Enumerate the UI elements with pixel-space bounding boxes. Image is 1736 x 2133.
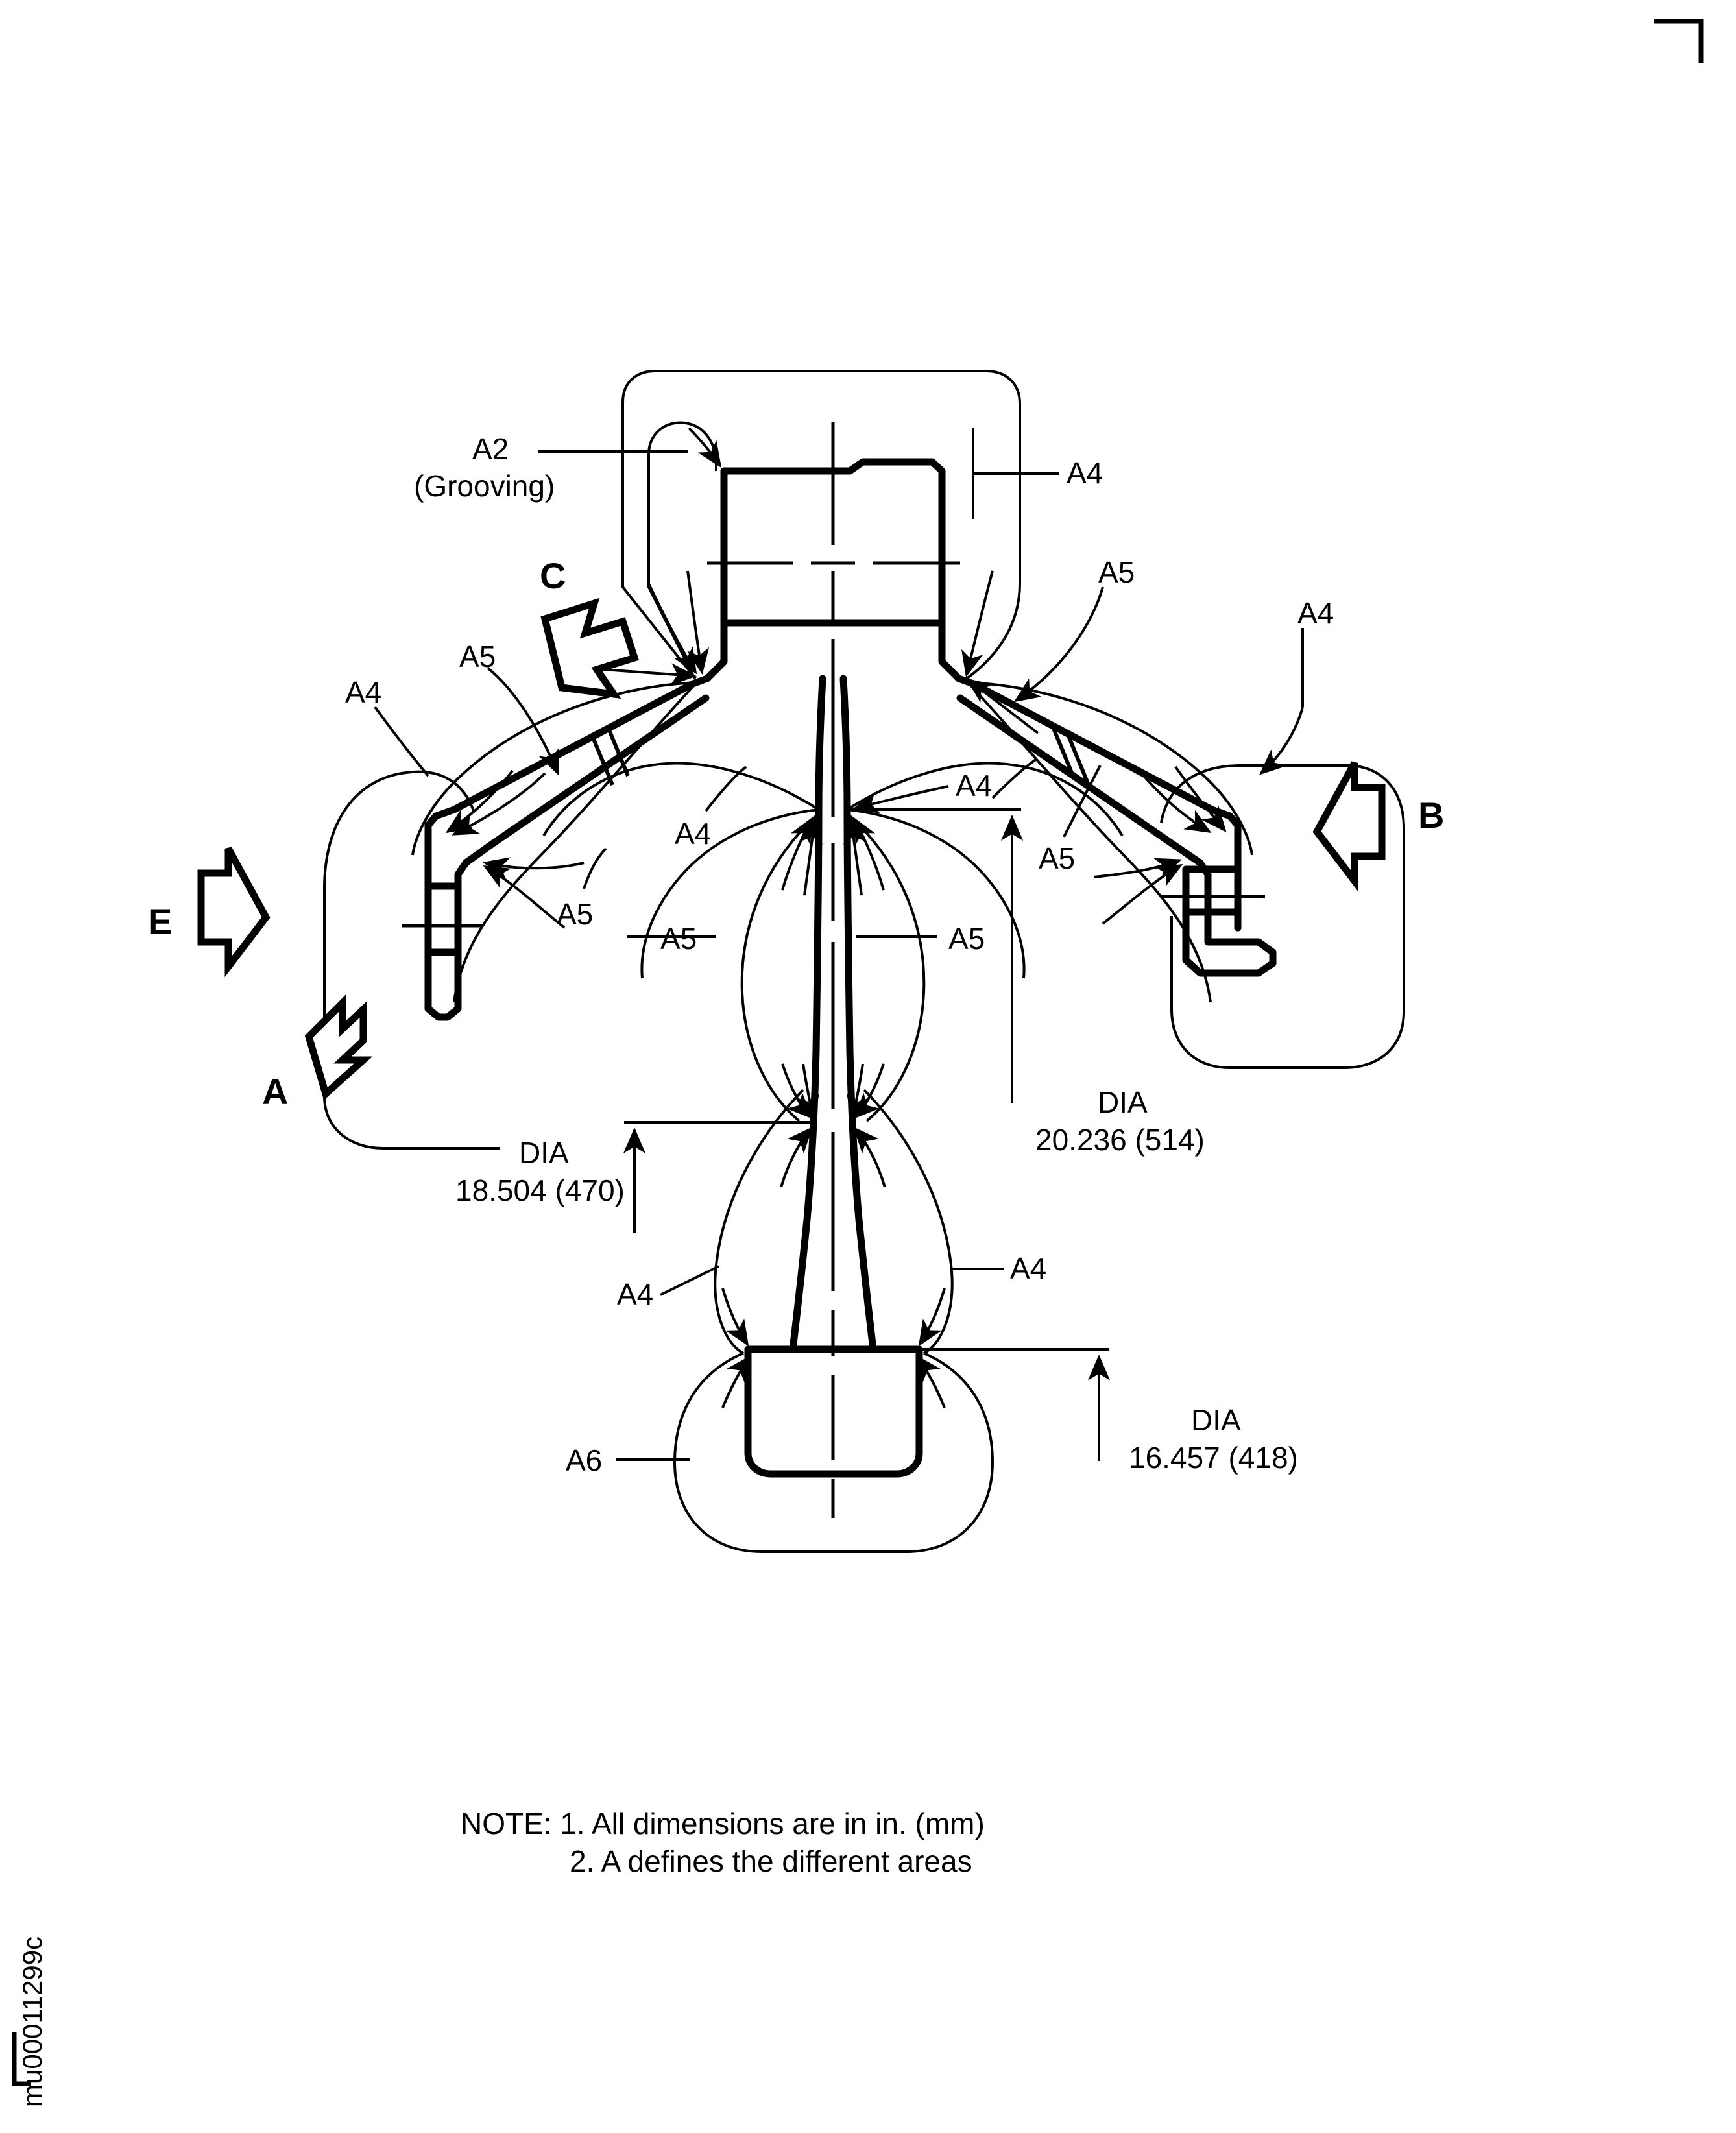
dimension-dia-514-value: 20.236 (514) bbox=[1035, 1123, 1205, 1157]
corner-registration-mark bbox=[1654, 19, 1704, 63]
view-label-e: E bbox=[148, 901, 173, 942]
callout-a5-waist-left: A5 bbox=[660, 922, 697, 956]
callout-a4-hub: A4 bbox=[1067, 456, 1103, 490]
note-line-2: 2. A defines the different areas bbox=[570, 1844, 972, 1878]
callout-a4-lower-right: A4 bbox=[1010, 1251, 1047, 1285]
callout-a5-right-lower: A5 bbox=[1039, 841, 1076, 875]
callout-a4-right-bracket: A4 bbox=[1297, 596, 1334, 630]
document-code: mu00011299c bbox=[17, 1936, 47, 2107]
doc-code-bracket bbox=[12, 2032, 31, 2086]
leader-lines bbox=[374, 427, 1304, 1461]
view-label-b: B bbox=[1418, 795, 1445, 836]
center-lines bbox=[402, 422, 1265, 1518]
dimension-lines bbox=[623, 808, 1111, 1461]
dimension-dia-418-prefix: DIA bbox=[1191, 1403, 1241, 1437]
area-envelopes bbox=[323, 370, 1405, 1553]
callout-a5-left-lower: A5 bbox=[557, 897, 594, 931]
dimension-dia-470-prefix: DIA bbox=[519, 1136, 569, 1170]
dimension-dia-418-value: 16.457 (418) bbox=[1129, 1441, 1298, 1475]
view-label-c: C bbox=[540, 555, 566, 596]
dimension-dia-514-prefix: DIA bbox=[1098, 1085, 1148, 1119]
callout-a4-shaft-upper-left: A4 bbox=[675, 817, 712, 850]
callout-a4-left-bracket: A4 bbox=[345, 675, 382, 709]
note-line-1: NOTE: 1. All dimensions are in in. (mm) bbox=[461, 1807, 985, 1840]
view-arrow-b bbox=[1312, 761, 1386, 892]
view-arrow-e bbox=[197, 847, 271, 978]
view-label-a: A bbox=[262, 1071, 289, 1112]
callout-a2: A2 bbox=[472, 432, 509, 466]
dimension-dia-470-value: 18.504 (470) bbox=[455, 1174, 625, 1207]
callout-a5-left-arm: A5 bbox=[459, 640, 496, 673]
callout-a5-waist-right: A5 bbox=[948, 922, 985, 956]
callout-a4-shaft-upper-right: A4 bbox=[956, 769, 993, 802]
view-direction-arrows bbox=[197, 597, 1386, 1100]
view-arrow-c bbox=[540, 597, 639, 699]
view-arrow-a bbox=[304, 994, 373, 1100]
callout-a2-sublabel: (Grooving) bbox=[414, 469, 555, 503]
callout-a5-right-arm: A5 bbox=[1098, 555, 1135, 589]
callout-a6-boss: A6 bbox=[566, 1443, 603, 1477]
callout-a4-lower-left: A4 bbox=[617, 1277, 654, 1311]
